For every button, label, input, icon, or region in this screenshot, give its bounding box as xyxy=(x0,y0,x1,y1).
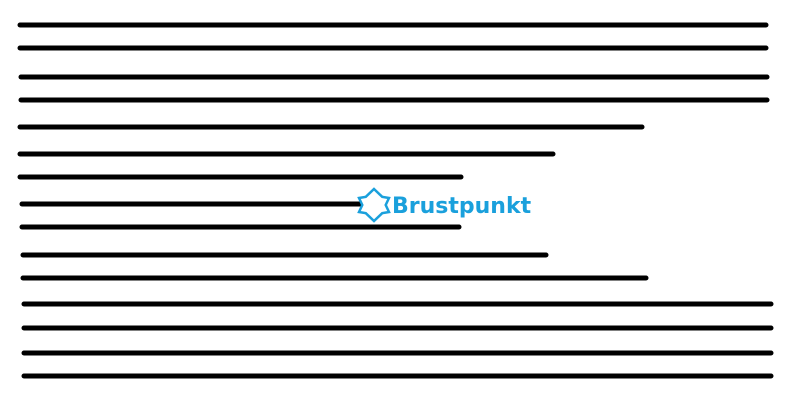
marker-label: Brustpunkt xyxy=(392,194,532,219)
star-of-david-icon xyxy=(357,187,391,223)
horizontal-lines xyxy=(17,22,774,379)
brustpunkt-marker: Brustpunkt xyxy=(357,187,532,223)
